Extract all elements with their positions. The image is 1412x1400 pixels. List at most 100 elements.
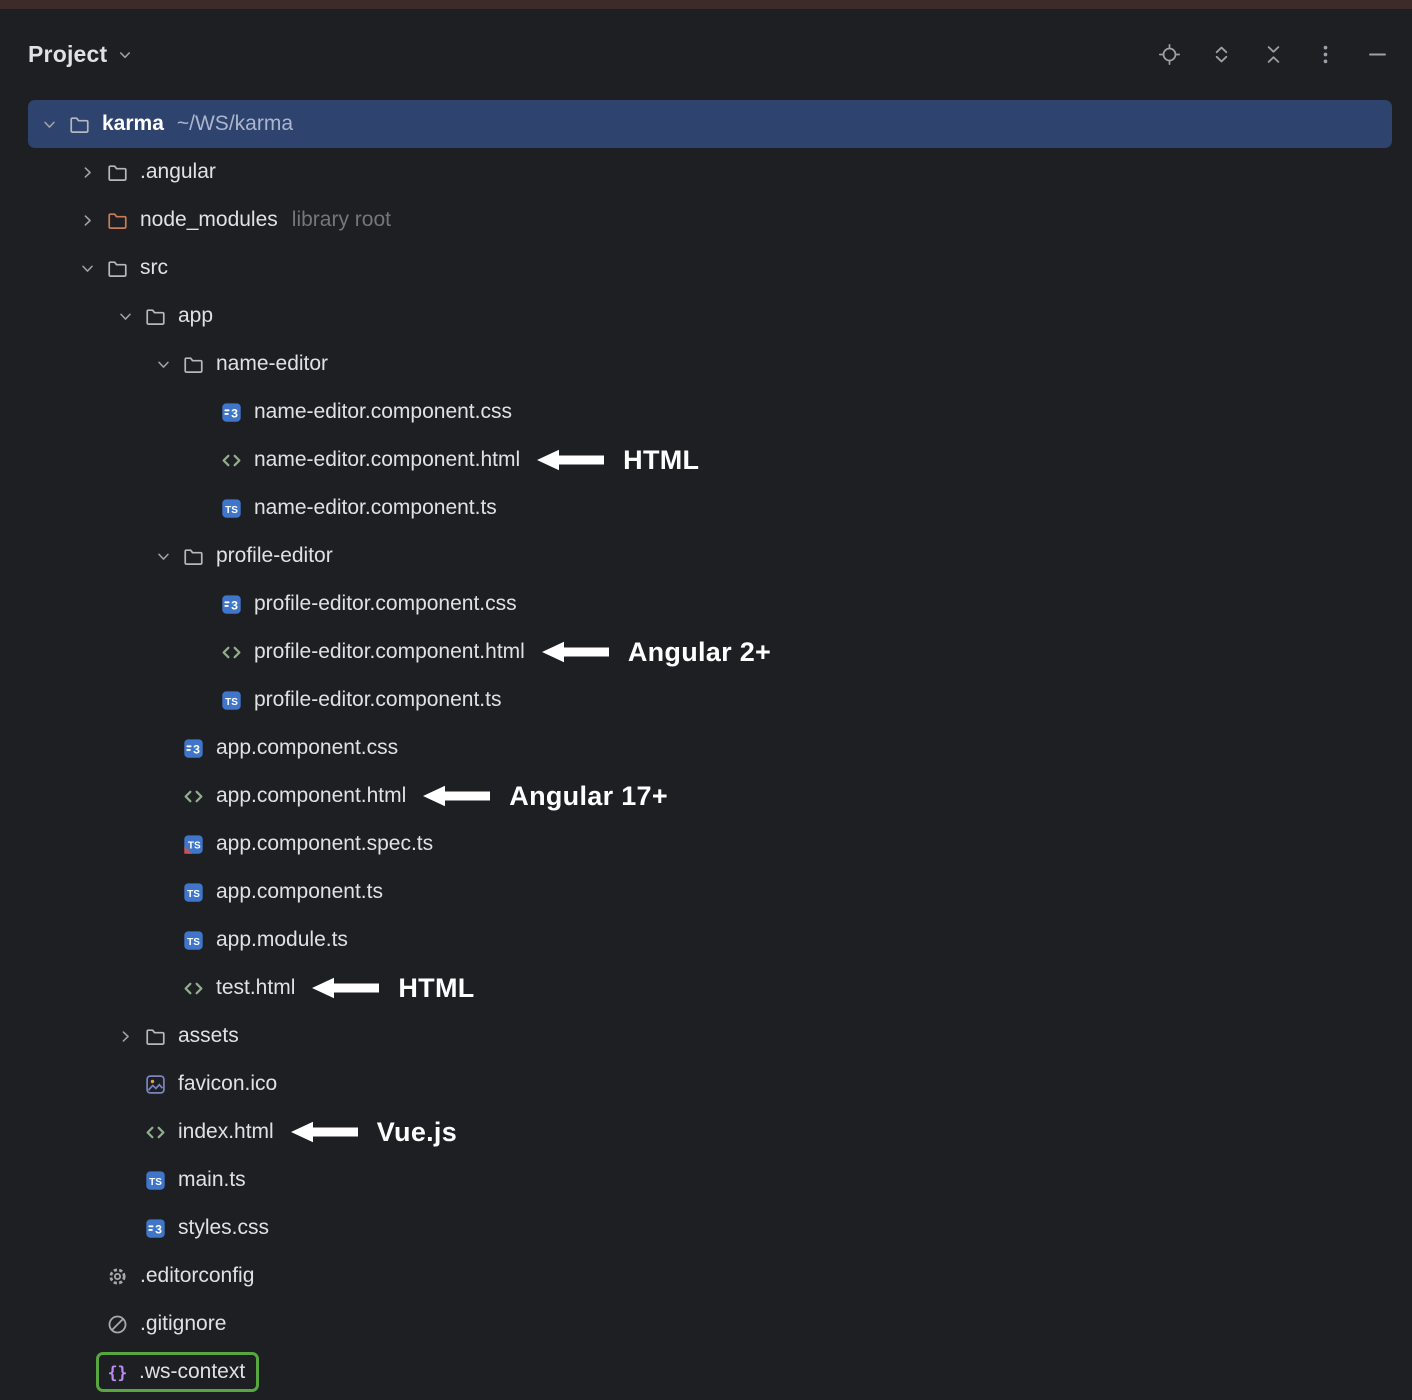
chevron-down-icon[interactable]	[72, 244, 102, 292]
tree-row-.editorconfig[interactable]: .editorconfig	[28, 1252, 1392, 1300]
html-icon	[178, 772, 208, 820]
folder-icon	[178, 340, 208, 388]
ts-icon: TS	[178, 916, 208, 964]
svg-text:{}: {}	[107, 1363, 127, 1382]
tree-row-name-editor.component.ts[interactable]: TS name-editor.component.ts	[28, 484, 1392, 532]
more-options-button[interactable]	[1312, 42, 1338, 68]
chevron-spacer	[186, 628, 216, 676]
arrow-left-icon	[422, 783, 492, 809]
arrow-left-icon	[536, 447, 606, 473]
annotation: HTML	[536, 445, 699, 476]
file-label: profile-editor.component.css	[254, 592, 517, 615]
tree-row-karma[interactable]: karma~/WS/karma	[28, 100, 1392, 148]
expand-all-icon	[1210, 43, 1233, 66]
chevron-spacer	[72, 1300, 102, 1348]
file-label: profile-editor.component.html	[254, 640, 525, 663]
chevron-spacer	[110, 1156, 140, 1204]
file-label: .editorconfig	[140, 1264, 255, 1287]
chevron-spacer	[186, 580, 216, 628]
annotation-label: Vue.js	[376, 1116, 458, 1147]
chevron-right-icon[interactable]	[72, 148, 102, 196]
chevron-down-icon[interactable]	[110, 292, 140, 340]
locate-file-button[interactable]	[1156, 42, 1182, 68]
tree-row-app[interactable]: app	[28, 292, 1392, 340]
ts-icon: TS	[178, 868, 208, 916]
chevron-spacer	[148, 964, 178, 1012]
svg-text:TS: TS	[225, 504, 238, 515]
tree-row-profile-editor.component.css[interactable]: 3 profile-editor.component.css	[28, 580, 1392, 628]
svg-text:3: 3	[193, 742, 200, 756]
html-icon	[178, 964, 208, 1012]
chevron-down-icon	[117, 47, 133, 63]
tree-row-.angular[interactable]: .angular	[28, 148, 1392, 196]
ts-icon: TS	[140, 1156, 170, 1204]
chevron-spacer	[110, 1060, 140, 1108]
tree-row-.ws-context[interactable]: {}.ws-context	[28, 1348, 1392, 1396]
file-label: name-editor.component.html	[254, 448, 521, 471]
tree-row-favicon.ico[interactable]: favicon.ico	[28, 1060, 1392, 1108]
annotation-label: Angular 17+	[509, 780, 668, 811]
hide-panel-button[interactable]	[1364, 42, 1390, 68]
file-label: .gitignore	[140, 1312, 227, 1335]
chevron-right-icon[interactable]	[72, 196, 102, 244]
expand-all-button[interactable]	[1208, 42, 1234, 68]
tree-row-name-editor.component.html[interactable]: name-editor.component.html HTML	[28, 436, 1392, 484]
tree-row-src[interactable]: src	[28, 244, 1392, 292]
chevron-down-icon[interactable]	[148, 340, 178, 388]
file-label: node_modules	[140, 208, 278, 231]
file-label: index.html	[178, 1120, 274, 1143]
file-label: app.component.spec.ts	[216, 832, 434, 855]
chevron-down-icon[interactable]	[148, 532, 178, 580]
svg-text:3: 3	[155, 1222, 162, 1236]
svg-text:TS: TS	[225, 696, 238, 707]
svg-text:3: 3	[231, 598, 238, 612]
file-label: profile-editor	[216, 544, 333, 567]
header-actions	[1156, 42, 1390, 68]
html-icon	[140, 1108, 170, 1156]
chevron-down-icon[interactable]	[34, 100, 64, 148]
annotation-label: Angular 2+	[627, 636, 772, 667]
chevron-spacer	[186, 676, 216, 724]
collapse-all-icon	[1262, 43, 1285, 66]
chevron-spacer	[186, 436, 216, 484]
tree-row-main.ts[interactable]: TS main.ts	[28, 1156, 1392, 1204]
tree-row-app.component.css[interactable]: 3 app.component.css	[28, 724, 1392, 772]
window-title-strip	[0, 0, 1412, 9]
chevron-right-icon[interactable]	[110, 1012, 140, 1060]
html-icon	[216, 628, 246, 676]
collapse-all-button[interactable]	[1260, 42, 1286, 68]
tree-row-.gitignore[interactable]: .gitignore	[28, 1300, 1392, 1348]
annotation: Angular 2+	[541, 637, 771, 668]
tree-row-app.component.spec.ts[interactable]: TS app.component.spec.ts	[28, 820, 1392, 868]
project-panel-header: Project	[0, 9, 1412, 100]
chevron-spacer	[148, 916, 178, 964]
tree-row-assets[interactable]: assets	[28, 1012, 1392, 1060]
css-icon: 3	[178, 724, 208, 772]
tree-row-test.html[interactable]: test.html HTML	[28, 964, 1392, 1012]
tree-row-profile-editor.component.html[interactable]: profile-editor.component.html Angular 2+	[28, 628, 1392, 676]
annotation-label: HTML	[398, 972, 475, 1003]
file-label: name-editor.component.ts	[254, 496, 497, 519]
file-label: app.component.css	[216, 736, 399, 759]
tree-row-index.html[interactable]: index.html Vue.js	[28, 1108, 1392, 1156]
file-label: assets	[178, 1024, 239, 1047]
hide-icon	[1366, 43, 1389, 66]
tree-row-app.component.html[interactable]: app.component.html Angular 17+	[28, 772, 1392, 820]
file-label: main.ts	[178, 1168, 246, 1191]
project-view-selector[interactable]: Project	[28, 41, 133, 68]
file-label: .angular	[140, 160, 216, 183]
svg-text:TS: TS	[187, 840, 200, 851]
tree-row-name-editor[interactable]: name-editor	[28, 340, 1392, 388]
arrow-left-icon	[541, 639, 611, 665]
file-label: test.html	[216, 976, 296, 999]
chevron-spacer	[186, 484, 216, 532]
tree-row-profile-editor[interactable]: profile-editor	[28, 532, 1392, 580]
file-label: app.component.html	[216, 784, 407, 807]
